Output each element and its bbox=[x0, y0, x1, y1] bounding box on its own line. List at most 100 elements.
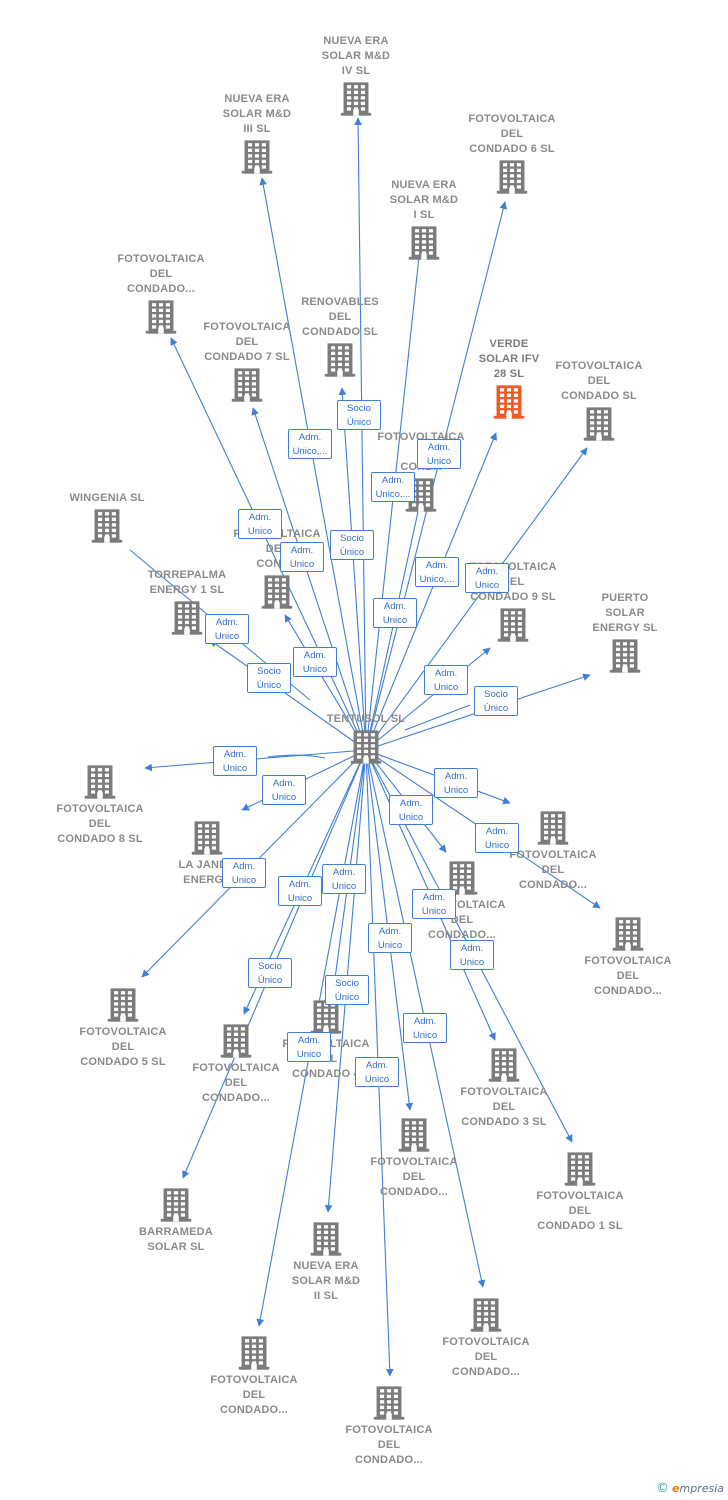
relation-badge[interactable]: Adm.Unico bbox=[412, 889, 456, 919]
node-label: DEL bbox=[328, 311, 352, 323]
node-label: CONDADO SL bbox=[302, 326, 378, 338]
badge-text: Adm. bbox=[378, 926, 402, 937]
node-label: DEL bbox=[568, 1205, 592, 1217]
relation-badge[interactable]: Adm.Unico bbox=[213, 746, 257, 776]
relation-badge[interactable]: Adm.Unico bbox=[238, 509, 282, 539]
relation-badge[interactable]: Adm.Unico bbox=[465, 563, 509, 593]
relation-badge[interactable]: Adm.Unico bbox=[355, 1057, 399, 1087]
badge-text: Adm. bbox=[232, 861, 256, 872]
relation-badge[interactable]: Adm.Unico bbox=[450, 940, 494, 970]
node-label: FOTOVOLTAICA bbox=[203, 321, 291, 333]
building-icon bbox=[350, 730, 382, 764]
building-icon bbox=[145, 300, 177, 334]
building-icon bbox=[231, 368, 263, 402]
badge-text: Adm. bbox=[272, 778, 296, 789]
badge-text: Unico bbox=[289, 559, 315, 570]
node-label: FOTOVOLTAICA bbox=[56, 803, 144, 815]
badge-text: Unico bbox=[382, 615, 408, 626]
relation-badge[interactable]: Adm.Unico bbox=[373, 598, 417, 628]
badge-text: Unico bbox=[214, 631, 240, 642]
building-icon bbox=[310, 1222, 342, 1256]
node-label: FOTOVOLTAICA bbox=[345, 1424, 433, 1436]
relation-badge[interactable]: Adm.Unico bbox=[389, 795, 433, 825]
node-label: SOLAR M&D bbox=[222, 108, 292, 120]
badge-text: Adm. bbox=[215, 617, 239, 628]
relation-badge[interactable]: Adm.Unico,... bbox=[288, 429, 332, 459]
badge-text: Adm. bbox=[413, 1016, 437, 1027]
relation-badge[interactable]: Adm.Unico bbox=[278, 876, 322, 906]
relation-badge[interactable]: Adm.Unico,... bbox=[415, 557, 459, 587]
relation-badge[interactable]: Adm.Unico bbox=[222, 858, 266, 888]
building-icon bbox=[493, 385, 525, 419]
badge-text: Socio bbox=[484, 689, 508, 700]
relation-badge[interactable]: Adm.Unico bbox=[322, 864, 366, 894]
badge-text: Único bbox=[256, 680, 282, 691]
relation-badge[interactable]: Adm. Unico bbox=[403, 1013, 447, 1043]
relation-badge[interactable]: Adm. Unico bbox=[475, 823, 519, 853]
relation-badge[interactable]: Adm.Unico bbox=[262, 775, 306, 805]
relation-badge[interactable]: Adm.Unico bbox=[424, 665, 468, 695]
edge-n_fc7 bbox=[251, 407, 367, 751]
building-icon bbox=[310, 1000, 342, 1034]
badge-text: Socio bbox=[335, 978, 359, 989]
node-label: 28 SL bbox=[493, 368, 525, 380]
building-icon bbox=[564, 1152, 596, 1186]
relation-badge[interactable]: Adm.Unico,... bbox=[371, 472, 415, 502]
node-label: DEL bbox=[402, 1171, 426, 1183]
building-icon bbox=[238, 1336, 270, 1370]
relation-badge[interactable]: Adm.Unico bbox=[280, 542, 324, 572]
relation-badge[interactable]: Adm.Unico bbox=[368, 923, 412, 953]
node-label: FOTOVOLTAICA bbox=[555, 360, 643, 372]
badge-text: Unico bbox=[412, 1030, 438, 1041]
relation-badge[interactable]: Adm.Unico bbox=[293, 647, 337, 677]
node-n_wing[interactable]: WINGENIA SL bbox=[52, 491, 162, 546]
badge-text: Unico bbox=[484, 840, 510, 851]
badge-text: Unico bbox=[398, 812, 424, 823]
relation-badge[interactable]: Adm.Unico bbox=[434, 768, 478, 798]
relation-badge[interactable]: Adm.Unico bbox=[417, 439, 461, 469]
badge-text: Adm. bbox=[485, 826, 509, 837]
relation-badge[interactable]: Adm.Unico bbox=[287, 1032, 331, 1062]
node-label: DEL bbox=[235, 336, 259, 348]
relation-badge[interactable]: Adm. Unico bbox=[205, 614, 249, 644]
badge-text: Unico,... bbox=[375, 489, 411, 500]
building-icon bbox=[497, 608, 529, 642]
node-center[interactable]: TENTUSOL SL bbox=[311, 712, 421, 767]
badge-text: Unico bbox=[443, 785, 469, 796]
badge-text: Adm. bbox=[460, 943, 484, 954]
badge-text: Adm. bbox=[425, 560, 449, 571]
building-icon bbox=[408, 226, 440, 260]
badge-text: Adm. bbox=[475, 566, 499, 577]
